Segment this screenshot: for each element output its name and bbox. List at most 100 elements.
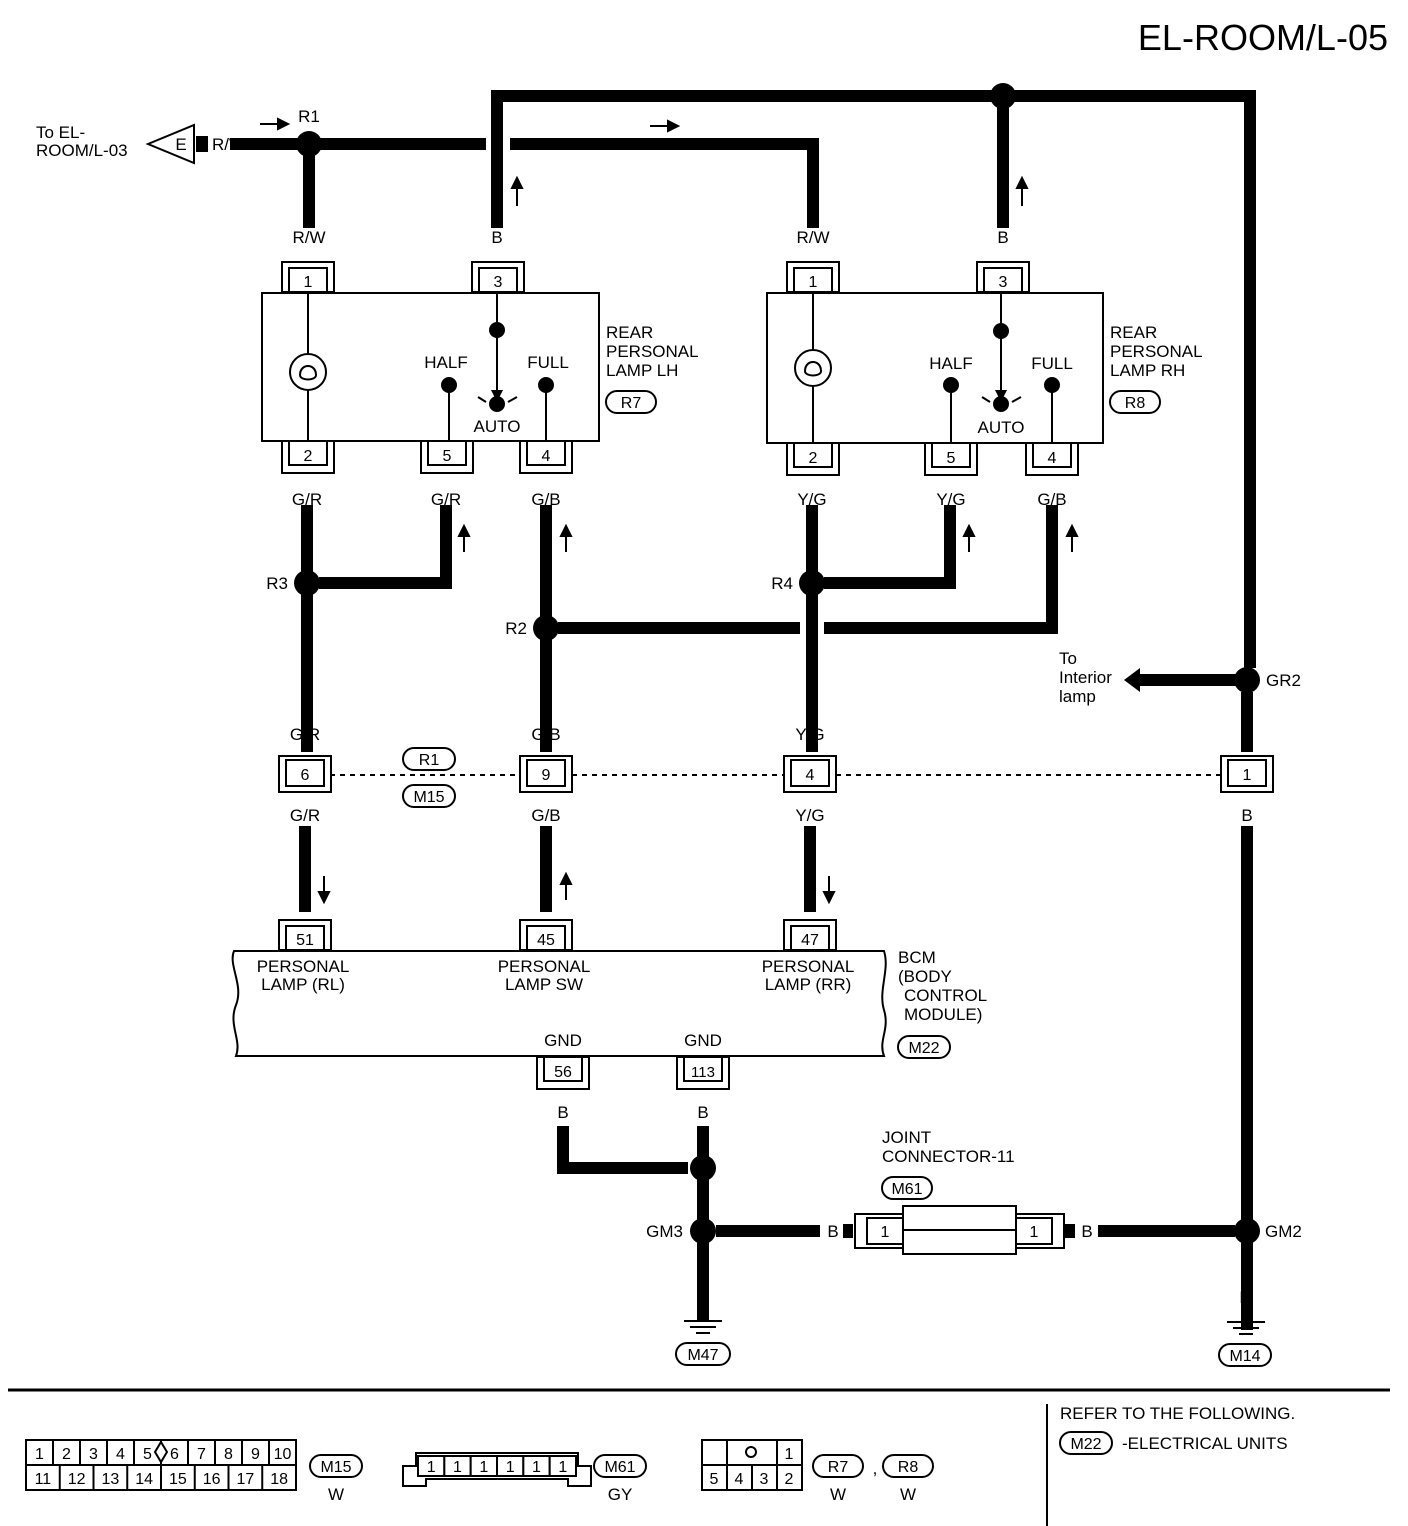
pin-label: 1 [1243, 767, 1252, 784]
pin-label: 9 [251, 1446, 260, 1463]
wire-gr-lh5 [319, 505, 452, 589]
interior-text-1: To [1059, 649, 1077, 668]
refer-note: REFER TO THE FOLLOWING. M22 -ELECTRICAL … [1059, 1404, 1295, 1455]
bcm-pin-label: PERSONAL [257, 957, 350, 976]
offpage-wire: R/W [212, 135, 245, 154]
label-gr2: GR2 [1266, 671, 1301, 690]
full-label: FULL [1031, 354, 1073, 373]
pin-label: 3 [89, 1446, 98, 1463]
legend-id: R7 [828, 1459, 849, 1476]
refer-text: -ELECTRICAL UNITS [1122, 1434, 1288, 1453]
joint-connector-11: JOINT CONNECTOR-11 M61 1 1 [843, 1128, 1075, 1255]
label-gm3: GM3 [646, 1222, 683, 1241]
wire-label: G/R [431, 490, 461, 509]
bcm-pin-label: LAMP (RL) [261, 975, 345, 994]
wire-label: B [1239, 1288, 1250, 1307]
pin-label: 12 [68, 1471, 86, 1488]
lamp-name-2: PERSONAL [1110, 342, 1203, 361]
pin-label: 1 [532, 1459, 541, 1476]
legend-r7-r8: 1 5 4 3 2 R7 , R8 W W [701, 1439, 934, 1504]
pin-label: 4 [806, 767, 815, 784]
gnd-label: GND [684, 1031, 722, 1050]
wire-label: B [1081, 1222, 1092, 1241]
pin-label: 9 [542, 767, 551, 784]
harness-pin-6: 6 [278, 755, 332, 793]
legend-id: M15 [320, 1459, 351, 1476]
pin-label: 2 [785, 1471, 794, 1488]
junction-top [990, 83, 1016, 109]
wire-label: G/B [1037, 490, 1066, 509]
connector-r8: R8 [1125, 395, 1146, 412]
wire-label: Y/G [795, 725, 824, 744]
connector-r7: R7 [621, 395, 642, 412]
wire-b-gnd56 [557, 1126, 688, 1174]
wire-label: B [1241, 806, 1252, 825]
bcm-name-2: (BODY [898, 967, 952, 986]
pin-label: 10 [274, 1446, 292, 1463]
bulb-icon [794, 349, 832, 387]
wire-rw-main-b [510, 138, 819, 228]
wire-label: B [697, 1103, 708, 1122]
offpage-connector: To EL- ROOM/L-03 E R/W [36, 123, 245, 165]
pin-label: 1 [1030, 1224, 1039, 1241]
pin-label: 113 [691, 1064, 715, 1081]
ground-m14: M14 [1218, 1310, 1272, 1367]
connector-m15: M15 [413, 789, 444, 806]
refer-connector: M22 [1070, 1436, 1101, 1453]
wire-label: G/B [531, 725, 560, 744]
pin-label: 2 [304, 448, 313, 465]
arrow-up-rh5 [962, 523, 976, 552]
pin-label: 15 [169, 1471, 187, 1488]
label-r2: R2 [505, 619, 527, 638]
ground-label-m14: M14 [1229, 1348, 1260, 1365]
bulb-icon [289, 353, 327, 391]
wire-label: B [1162, 671, 1173, 690]
offpage-letter: E [175, 135, 186, 154]
arrow-up-lh5 [457, 523, 471, 552]
pin-label: 1 [35, 1446, 44, 1463]
bcm-pin-label: LAMP (RR) [765, 975, 852, 994]
wire-label: Y/G [795, 806, 824, 825]
label-r4: R4 [771, 574, 793, 593]
pin-label: 14 [135, 1471, 153, 1488]
lamp-name-1: REAR [1110, 323, 1157, 342]
arrow-up-rh4 [1065, 523, 1079, 552]
legend-id: M61 [604, 1459, 635, 1476]
arrow-up-gb [559, 871, 573, 900]
wire-label: R/W [292, 228, 325, 247]
bcm-name-3: CONTROL [904, 986, 987, 1005]
pin-label: 2 [809, 450, 818, 467]
label-gm2: GM2 [1265, 1222, 1302, 1241]
wires [230, 90, 1256, 1330]
junction-gnd [690, 1155, 716, 1181]
pin-label: 17 [236, 1471, 254, 1488]
connector-m61: M61 [891, 1181, 922, 1198]
pin-label: 1 [479, 1459, 488, 1476]
wire-label: B [1241, 725, 1252, 744]
lamp-name-1: REAR [606, 323, 653, 342]
legend-sep: , [873, 1459, 878, 1478]
wire-label: Y/G [797, 490, 826, 509]
jc-name-2: CONNECTOR-11 [882, 1147, 1015, 1166]
connector-m22: M22 [908, 1040, 939, 1057]
legend-color: W [900, 1485, 916, 1504]
rear-personal-lamp-rh: R/W B 1 3 HALF FULL AUTO 2 5 4 Y/G [766, 228, 1203, 509]
pin-label: 5 [443, 448, 452, 465]
offpage-text-1: To EL- [36, 123, 85, 142]
wire-label: B [491, 228, 502, 247]
pin-label: 18 [270, 1471, 288, 1488]
pin-label: 6 [301, 767, 310, 784]
auto-label: AUTO [978, 418, 1025, 437]
pin-label: 16 [203, 1471, 221, 1488]
pin-label: 5 [947, 450, 956, 467]
arrow-right-top [650, 119, 681, 133]
wire-label: Y/G [936, 490, 965, 509]
label-r3: R3 [266, 574, 288, 593]
pin-label: 1 [304, 274, 313, 291]
legend-color: W [328, 1485, 344, 1504]
auto-label: AUTO [474, 417, 521, 436]
refer-heading: REFER TO THE FOLLOWING. [1060, 1404, 1295, 1423]
